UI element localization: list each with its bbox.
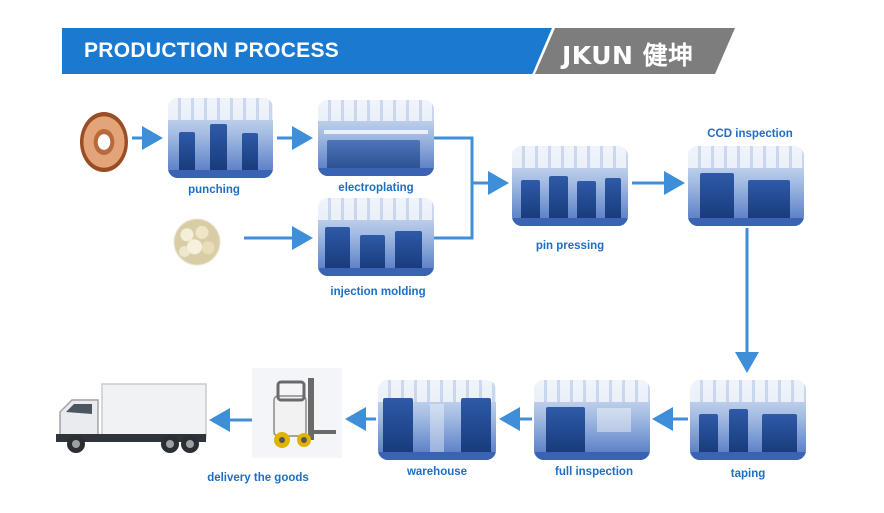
label-injection-molding: injection molding [330,286,426,298]
plastic-pellets-icon [172,218,222,266]
brand-logo: JKUN 健坤 [562,41,694,70]
copper-coil-icon [80,112,128,172]
injection-molding-photo [318,198,434,276]
label-warehouse: warehouse [406,466,468,478]
pin-pressing-photo [512,146,628,226]
connector-electroplating [434,136,474,183]
full-inspection-photo [534,380,650,460]
ccd-inspection-photo [688,146,804,226]
label-punching: punching [188,184,240,196]
connector-injection [434,183,474,240]
label-full-inspection: full inspection [555,466,633,478]
label-electroplating: electroplating [338,182,414,194]
punching-photo [168,98,273,178]
forklift-icon [252,368,342,458]
label-delivery: delivery the goods [207,472,309,484]
taping-photo [690,380,806,460]
label-ccd-inspection: CCD inspection [707,128,793,140]
warehouse-photo [378,380,496,460]
label-taping: taping [730,468,766,480]
header-banner [62,28,552,74]
truck-icon [56,383,207,453]
label-pin-pressing: pin pressing [535,240,605,252]
page-title: PRODUCTION PROCESS [84,39,340,62]
electroplating-photo [318,100,434,176]
logo-banner [535,28,735,74]
